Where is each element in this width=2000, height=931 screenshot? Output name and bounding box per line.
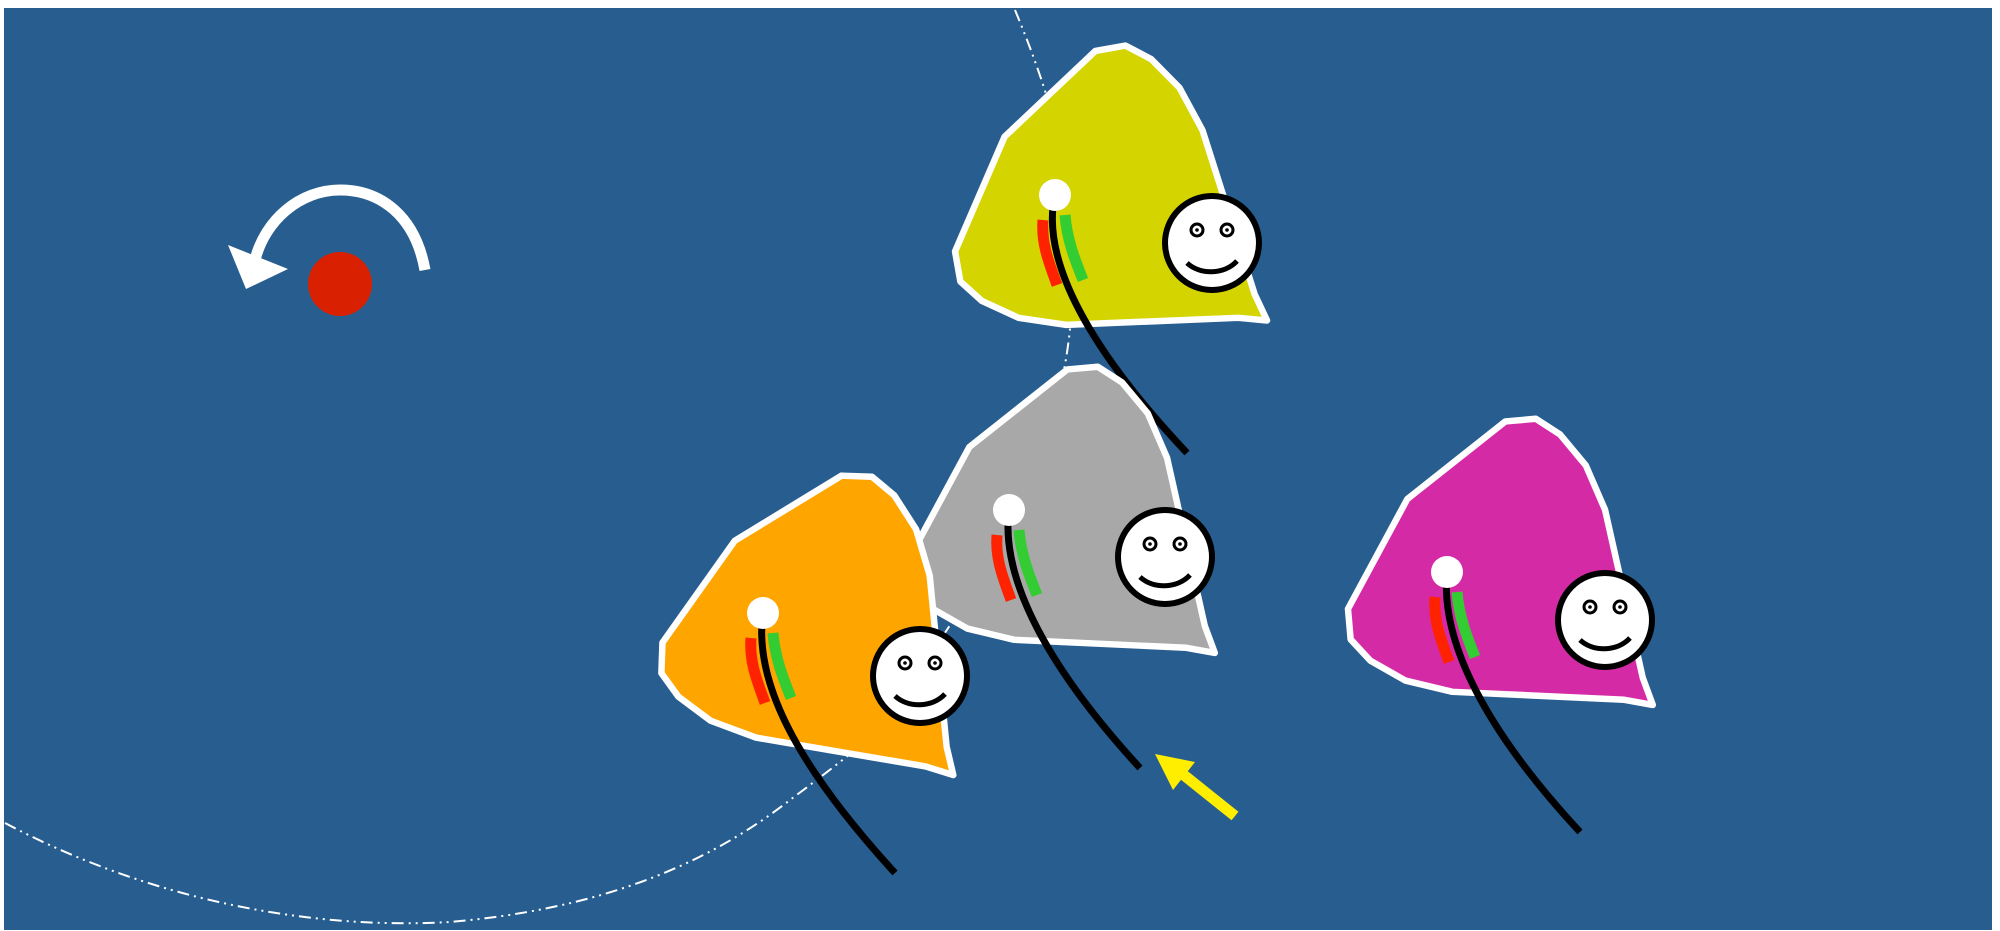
sailor-face-icon — [1558, 573, 1652, 667]
mast — [1039, 179, 1071, 211]
sailor-face-icon — [1165, 196, 1259, 290]
sailor-face-icon — [873, 629, 967, 723]
mast — [747, 597, 779, 629]
mark-buoy — [308, 252, 372, 316]
mast — [993, 494, 1025, 526]
mast — [1431, 556, 1463, 588]
sailor-face-icon — [1118, 510, 1212, 604]
